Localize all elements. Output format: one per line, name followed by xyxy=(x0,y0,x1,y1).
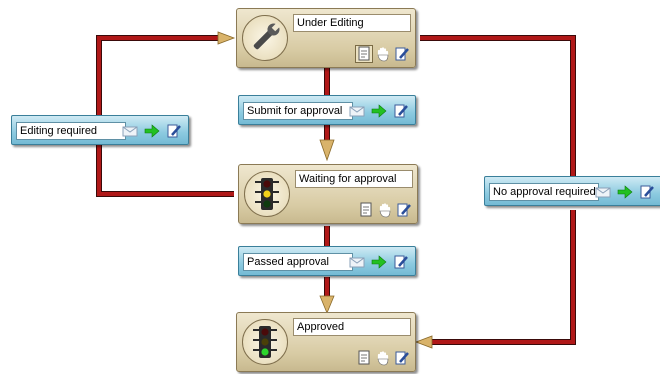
wrench-icon xyxy=(253,22,281,50)
arrowhead xyxy=(319,139,335,162)
arrowhead xyxy=(414,335,433,349)
state-toolbar xyxy=(358,202,412,218)
arrow-right-icon[interactable] xyxy=(371,103,387,119)
hand-icon[interactable] xyxy=(375,46,391,62)
edit-icon[interactable] xyxy=(394,350,410,366)
arrow-right-icon[interactable] xyxy=(144,123,160,139)
state-waiting-for-approval[interactable]: Waiting for approval xyxy=(238,164,418,224)
transition-editing-required[interactable]: Editing required xyxy=(11,115,189,145)
edit-icon[interactable] xyxy=(166,123,182,139)
arrow-right-icon[interactable] xyxy=(617,184,633,200)
document-icon[interactable] xyxy=(356,350,372,366)
state-approved[interactable]: Approved xyxy=(236,312,416,372)
transition-label: Submit for approval xyxy=(243,102,353,120)
transition-label: Editing required xyxy=(16,122,126,140)
edit-icon[interactable] xyxy=(396,202,412,218)
envelope-icon[interactable] xyxy=(349,254,365,270)
edit-icon[interactable] xyxy=(394,46,410,62)
transition-toolbar xyxy=(122,123,182,139)
envelope-icon[interactable] xyxy=(349,103,365,119)
edit-icon[interactable] xyxy=(639,184,655,200)
state-title: Approved xyxy=(293,318,411,336)
envelope-icon[interactable] xyxy=(595,184,611,200)
edit-icon[interactable] xyxy=(393,103,409,119)
hand-icon[interactable] xyxy=(377,202,393,218)
envelope-icon[interactable] xyxy=(122,123,138,139)
state-badge xyxy=(244,171,290,217)
state-title: Under Editing xyxy=(293,14,411,32)
transition-label: Passed approval xyxy=(243,253,353,271)
document-icon[interactable] xyxy=(358,202,374,218)
arrow-right-icon[interactable] xyxy=(371,254,387,270)
arrowhead xyxy=(217,31,236,45)
state-toolbar xyxy=(355,45,410,63)
state-toolbar xyxy=(356,350,410,366)
state-badge xyxy=(242,319,288,365)
state-under-editing[interactable]: Under Editing xyxy=(236,8,416,68)
state-title: Waiting for approval xyxy=(295,170,413,188)
traffic-light-icon xyxy=(253,326,277,358)
transition-passed-approval[interactable]: Passed approval xyxy=(238,246,416,276)
state-badge xyxy=(242,15,288,61)
transition-submit-for-approval[interactable]: Submit for approval xyxy=(238,95,416,125)
transition-toolbar xyxy=(349,103,409,119)
edit-icon[interactable] xyxy=(393,254,409,270)
document-icon[interactable] xyxy=(355,45,373,63)
transition-toolbar xyxy=(349,254,409,270)
traffic-light-icon xyxy=(255,178,279,210)
transition-label: No approval required xyxy=(489,183,599,201)
transition-no-approval-required[interactable]: No approval required xyxy=(484,176,660,206)
arrowhead xyxy=(319,295,335,315)
hand-icon[interactable] xyxy=(375,350,391,366)
transition-toolbar xyxy=(595,184,655,200)
